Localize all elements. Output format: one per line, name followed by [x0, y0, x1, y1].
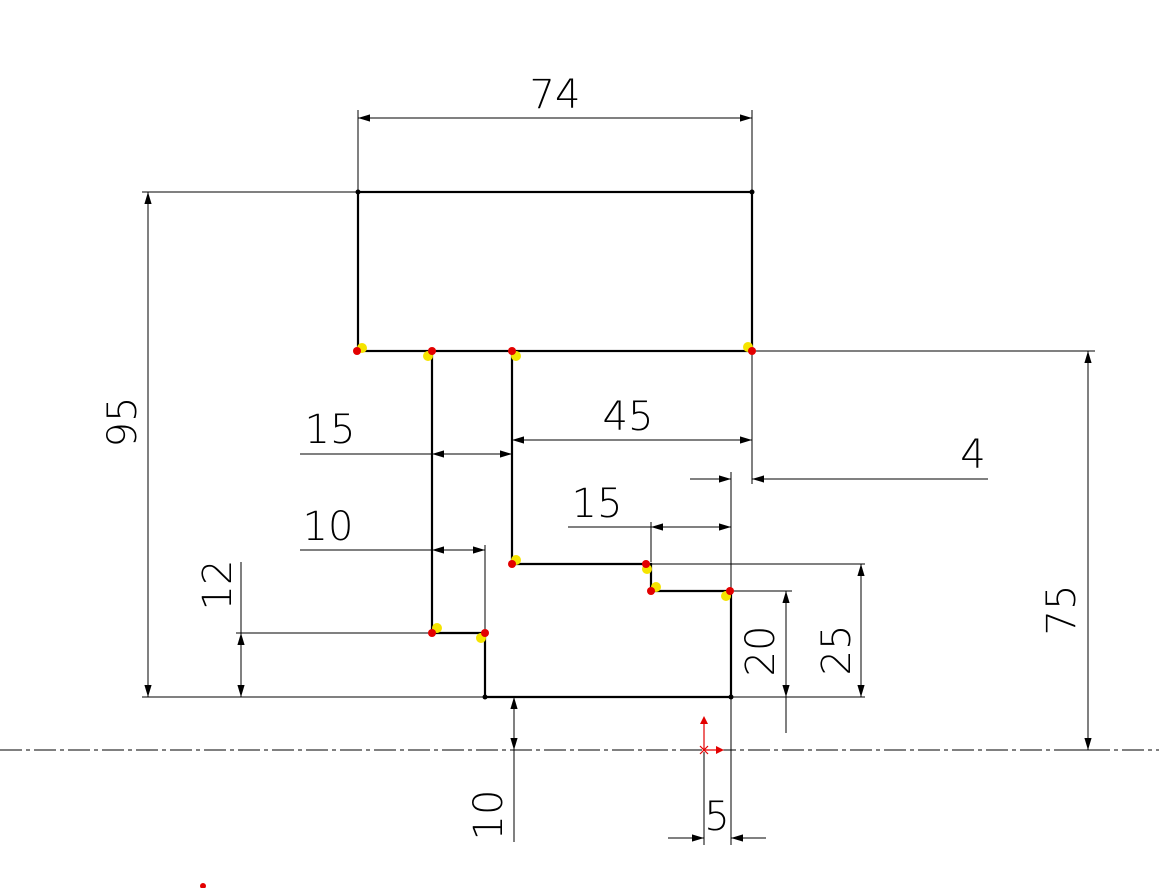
sketch-profile[interactable] — [356, 190, 754, 699]
dimension-45[interactable]: 45 — [603, 394, 654, 440]
dimension-5[interactable]: 5 — [704, 794, 729, 840]
dimension-10-left[interactable]: 10 — [303, 504, 354, 550]
dimension-15-upper[interactable]: 15 — [305, 407, 356, 453]
dimension-74[interactable]: 74 — [530, 72, 581, 118]
dimension-95[interactable]: 95 — [100, 397, 146, 448]
dimension-75[interactable]: 75 — [1039, 585, 1085, 636]
sketch-indicator-icon — [200, 883, 206, 888]
dimension-labels[interactable]: 74 95 75 45 15 4 15 10 12 20 25 10 5 — [100, 72, 1085, 840]
origin-icon — [699, 716, 724, 755]
endpoints — [353, 189, 756, 700]
extension-lines — [142, 110, 1095, 845]
dimension-10-bottom[interactable]: 10 — [466, 790, 512, 841]
dimension-4[interactable]: 4 — [960, 432, 985, 478]
dimension-12[interactable]: 12 — [195, 560, 241, 611]
dimension-20[interactable]: 20 — [738, 626, 784, 677]
dimension-25[interactable]: 25 — [814, 625, 860, 676]
dimension-lines — [144, 114, 1092, 842]
relation-markers — [357, 342, 753, 643]
dimension-15-middle[interactable]: 15 — [572, 481, 623, 527]
top-rectangle[interactable] — [356, 190, 754, 353]
